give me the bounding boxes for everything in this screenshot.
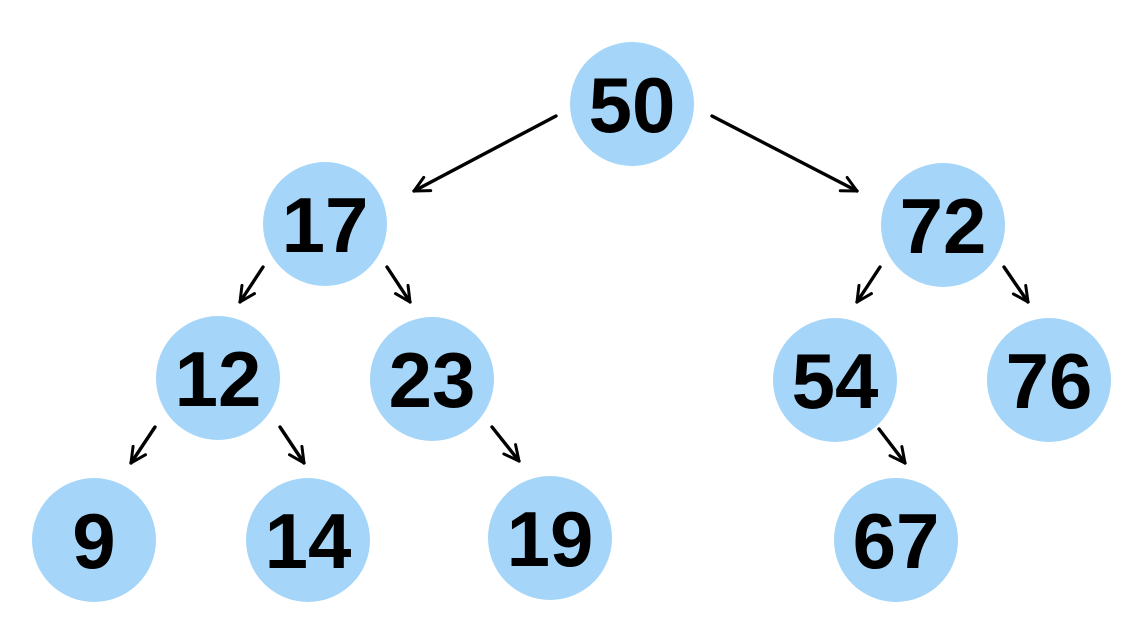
tree-node-14: 14	[246, 478, 370, 602]
tree-node-circle-54	[773, 318, 897, 442]
tree-node-circle-17	[263, 162, 387, 286]
tree-edge-72-76	[1002, 265, 1030, 304]
tree-node-circle-19	[488, 476, 612, 600]
tree-node-value-67: 67	[853, 497, 940, 585]
tree-node-9: 9	[32, 478, 156, 602]
tree-node-value-17: 17	[282, 181, 369, 269]
tree-edge-12-9	[129, 425, 157, 465]
tree-node-23: 23	[370, 317, 494, 441]
tree-node-value-50: 50	[589, 61, 676, 149]
edges-layer	[129, 114, 1030, 465]
tree-node-67: 67	[834, 478, 958, 602]
tree-node-54: 54	[773, 318, 897, 442]
tree-edge-17-23	[385, 265, 412, 304]
tree-node-72: 72	[881, 163, 1005, 287]
tree-edge-50-72	[710, 114, 859, 193]
tree-node-circle-9	[32, 478, 156, 602]
tree-node-value-9: 9	[72, 497, 115, 585]
tree-node-value-23: 23	[389, 336, 476, 424]
tree-node-19: 19	[488, 476, 612, 600]
tree-node-value-14: 14	[265, 497, 352, 585]
tree-node-circle-50	[570, 42, 694, 166]
tree-node-17: 17	[263, 162, 387, 286]
tree-node-circle-12	[156, 316, 280, 440]
tree-node-value-76: 76	[1006, 337, 1093, 425]
tree-edge-17-12	[238, 265, 265, 304]
tree-edge-12-14	[278, 425, 306, 465]
tree-node-12: 12	[156, 316, 280, 440]
tree-edge-23-19	[490, 425, 521, 463]
tree-node-circle-72	[881, 163, 1005, 287]
tree-node-value-12: 12	[175, 335, 262, 423]
tree-edge-72-54	[855, 265, 882, 304]
nodes-layer: 50 17 72 12 23 54 76 9 14 19 67	[32, 42, 1111, 602]
tree-node-value-19: 19	[507, 495, 594, 583]
tree-node-76: 76	[987, 318, 1111, 442]
tree-node-circle-23	[370, 317, 494, 441]
tree-edge-54-67	[877, 427, 907, 465]
tree-node-value-54: 54	[792, 337, 879, 425]
tree-node-circle-14	[246, 478, 370, 602]
tree-node-value-72: 72	[900, 182, 987, 270]
tree-node-50: 50	[570, 42, 694, 166]
tree-node-circle-67	[834, 478, 958, 602]
tree-node-circle-76	[987, 318, 1111, 442]
tree-edge-50-17	[412, 114, 558, 193]
